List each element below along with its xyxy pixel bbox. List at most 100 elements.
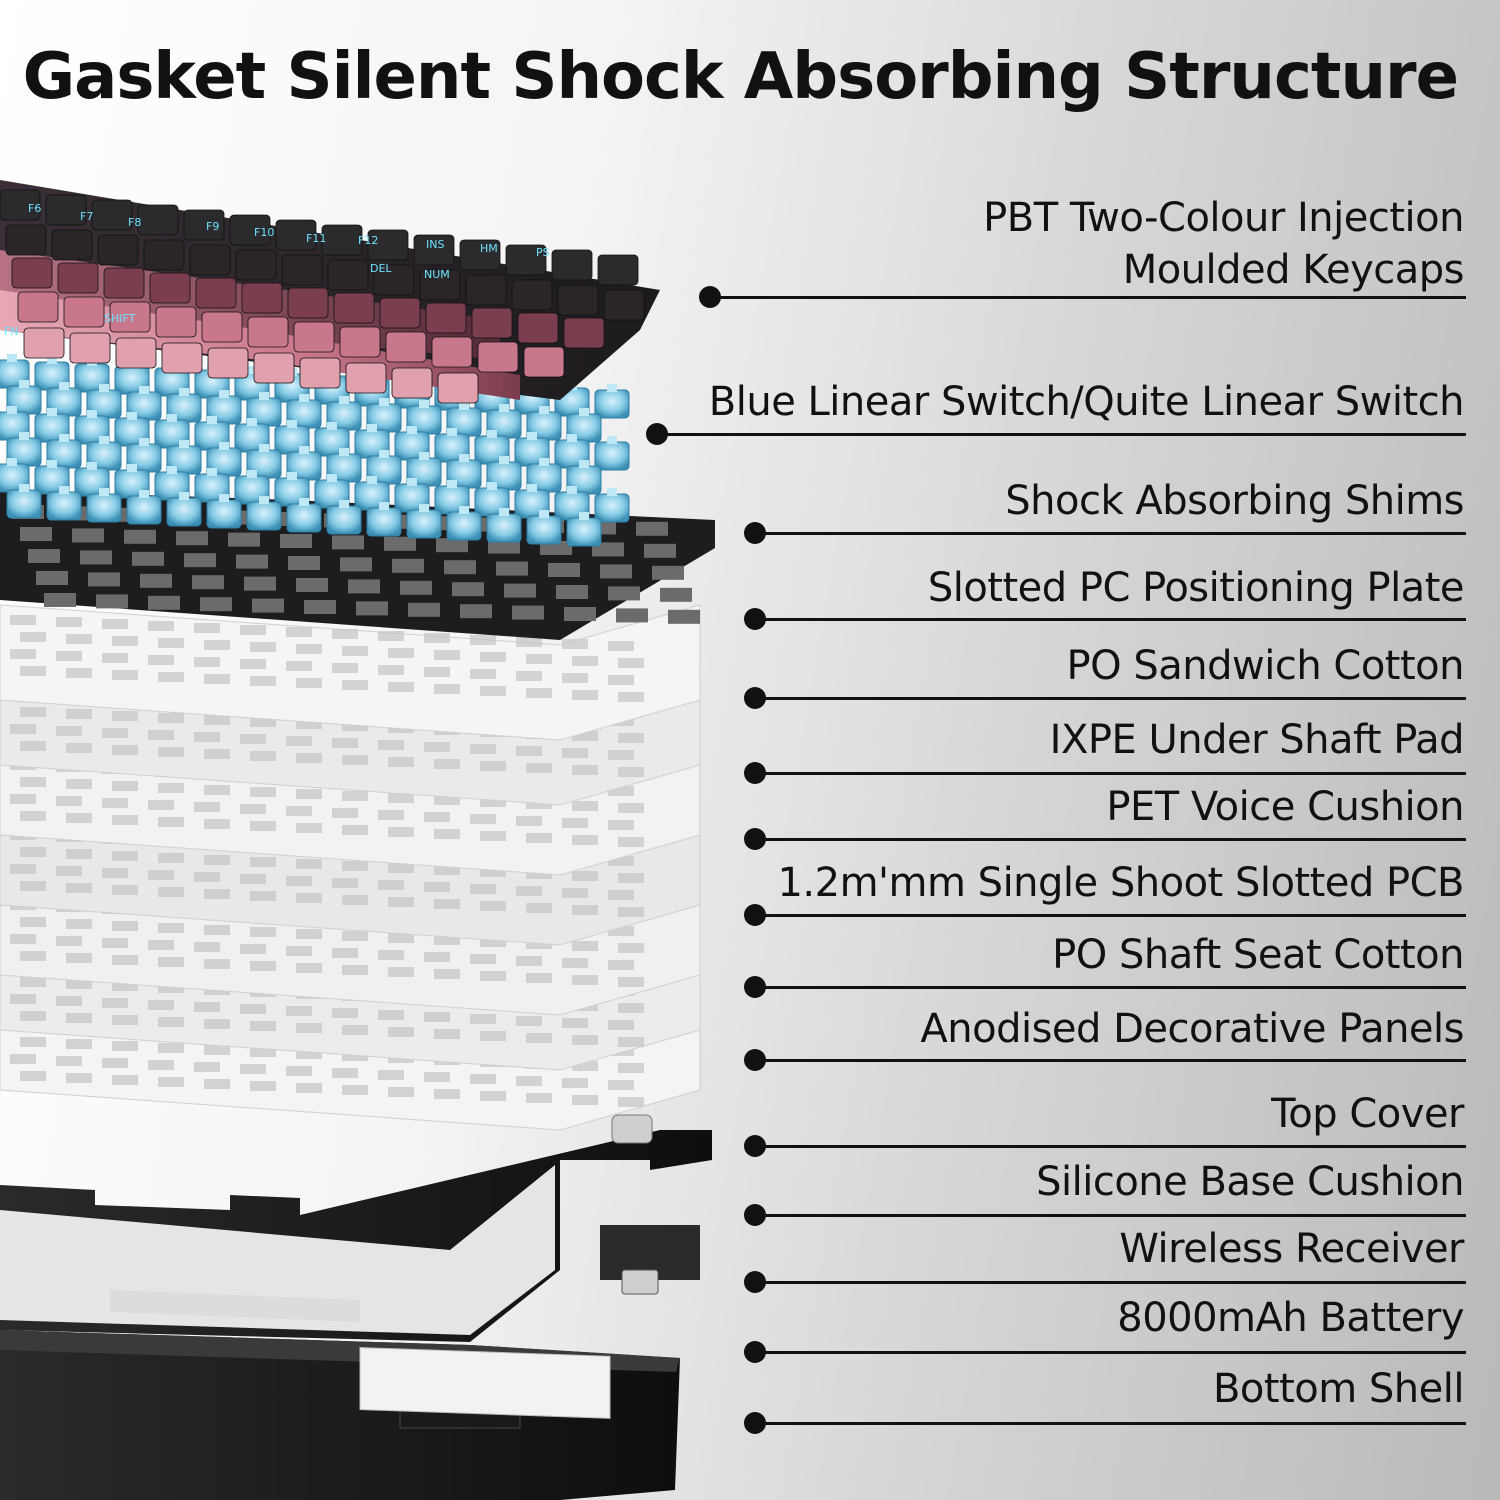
keycap-legend: INS [426,238,444,251]
layer-label: Slotted PC Positioning Plate [927,562,1465,614]
sheet-cutout [296,678,322,688]
sheet-cutout [240,625,266,635]
sheet-cutout [526,1093,552,1103]
switch-stem [139,438,149,446]
sheet-cutout [286,876,312,886]
keycap-legend: FN [4,325,19,338]
switch-stem [259,444,269,452]
silicone-cushion [110,1290,360,1322]
sheet-cutout [608,750,634,760]
keycap [437,372,479,404]
switch-stem [499,508,509,516]
sheet-cutout [10,1054,36,1064]
sheet-cutout [608,856,634,866]
sheet-cutout [434,684,460,694]
sheet-cutout [112,981,138,991]
layer-label: Shock Absorbing Shims [1005,475,1464,527]
layer-label-line: Shock Absorbing Shims [1005,478,1464,524]
plate-cutout [332,535,364,550]
sheet-cutout [526,1033,552,1043]
sheet-cutout [148,800,174,810]
sheet-cutout [286,1066,312,1076]
switch-stem [167,414,177,422]
switch-stem [339,396,349,404]
sheet-cutout [388,682,414,692]
keycap [287,287,329,319]
sheet-cutout [286,806,312,816]
sheet-cutout [480,971,506,981]
sheet-cutout [434,935,460,945]
sheet-cutout [526,903,552,913]
keycap [517,312,559,344]
switch-stem [219,442,229,450]
sheet-cutout [562,748,588,758]
layer-label-line: Slotted PC Positioning Plate [927,565,1465,611]
sheet-cutout [332,1008,358,1018]
sheet-cutout [112,921,138,931]
keycap [109,301,151,333]
sheet-cutout [20,632,46,642]
sheet-cutout [434,829,460,839]
keycap [229,214,271,246]
switch-stem [539,458,549,466]
sheet-cutout [342,825,368,835]
keycap [103,267,145,299]
sheet-cutout [194,623,220,633]
sheet-cutout [332,878,358,888]
switch [6,489,42,519]
switch [486,513,522,543]
sheet-cutout [112,711,138,721]
sheet-cutout [572,1061,598,1071]
sheet-cutout [434,650,460,660]
leader-line [755,1422,1466,1425]
sheet-cutout [20,951,46,961]
layer-label: 1.2m'mm Single Shoot Slotted PCB [777,857,1464,909]
sheet-cutout [342,646,368,656]
keycap [275,219,317,251]
plate-cutout [340,557,372,572]
sheet-cutout [618,1003,644,1013]
plate-cutout [564,607,596,621]
switch-stem [19,380,29,388]
switch-stem [447,480,457,488]
leader-line [755,1059,1466,1062]
sheet-cutout [250,1021,276,1031]
sheet-cutout [250,787,276,797]
leader-dot [744,1412,766,1434]
sheet-cutout [572,1095,598,1105]
sheet-cutout [342,931,368,941]
keycap [23,327,65,359]
sheet-cutout [240,659,266,669]
plate-cutout [20,527,52,541]
sheet-cutout [286,946,312,956]
sheet-cutout [618,658,644,668]
keycap [385,331,427,363]
leader-line [710,296,1466,299]
sheet-cutout [56,796,82,806]
layer-label: PET Voice Cushion [1106,781,1464,833]
sheet-cutout [204,1079,230,1089]
sheet-cutout [332,1068,358,1078]
sheet-cutout [608,820,634,830]
layer-label: PO Shaft Seat Cotton [1052,929,1464,981]
sheet-cutout [66,709,92,719]
sheet-cutout [434,865,460,875]
sheet-cutout [66,883,92,893]
keycap [247,316,289,348]
layer-label-line: PBT Two-Colour Injection [983,195,1464,241]
sheet-cutout [56,651,82,661]
sheet-cutout [20,707,46,717]
switch-stem [327,422,337,430]
switch-stem [219,494,229,502]
switch [126,495,162,525]
switch-stem [527,432,537,440]
keycap-legend: F11 [306,232,326,245]
sheet-cutout [194,942,220,952]
layer-label: PO Sandwich Cotton [1067,640,1465,692]
sheet-cutout [112,815,138,825]
sheet-cutout [470,1014,496,1024]
keycap-legend: DEL [370,262,392,275]
layer-label-line: IXPE Under Shaft Pad [1049,717,1465,763]
plate-cutout [408,602,440,617]
